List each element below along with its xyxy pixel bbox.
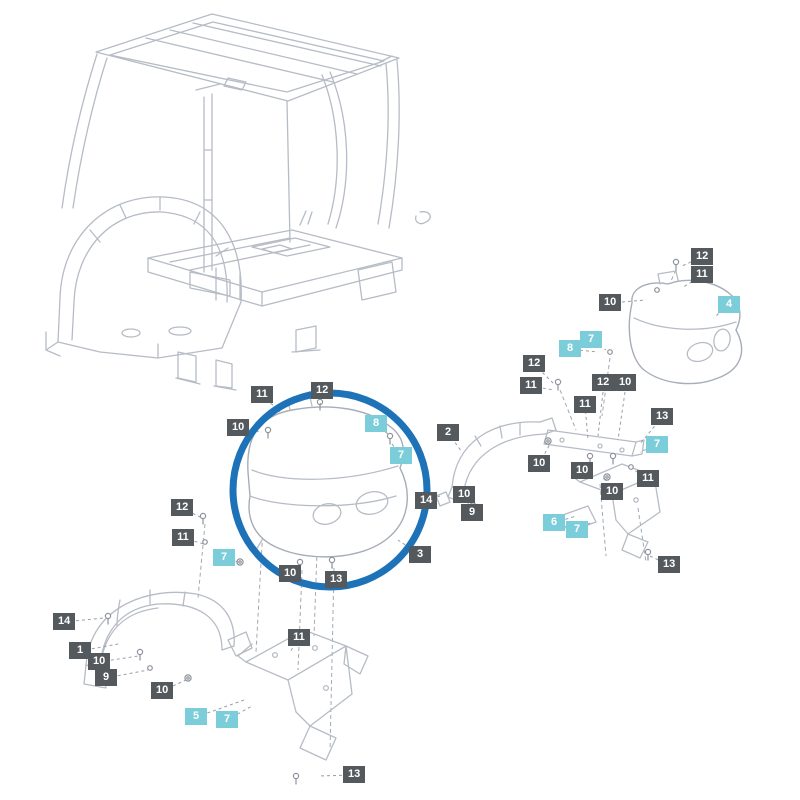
part-label-9[interactable]: 9	[95, 669, 117, 686]
part-label-14[interactable]: 14	[53, 613, 76, 630]
part-label-7[interactable]: 7	[580, 331, 602, 348]
part-label-13[interactable]: 13	[658, 556, 681, 573]
part-label-3[interactable]: 3	[409, 546, 431, 563]
part-label-10[interactable]: 10	[571, 462, 594, 479]
part-label-10[interactable]: 10	[528, 455, 551, 472]
right-assembly-drawing	[435, 270, 743, 559]
part-label-1[interactable]: 1	[69, 642, 91, 659]
part-label-14[interactable]: 14	[415, 492, 438, 509]
nut-icon	[607, 349, 613, 355]
washer-icon	[603, 473, 611, 481]
part-label-7[interactable]: 7	[216, 711, 238, 728]
part-label-10[interactable]: 10	[599, 294, 622, 311]
bolt-icon	[292, 772, 300, 786]
part-label-11[interactable]: 11	[574, 396, 596, 413]
center-fender-drawing[interactable]	[247, 396, 408, 558]
cab-frame-drawing	[45, 13, 431, 391]
part-label-11[interactable]: 11	[172, 529, 194, 546]
part-label-12[interactable]: 12	[171, 499, 194, 516]
part-label-9[interactable]: 9	[461, 504, 483, 521]
part-label-12[interactable]: 12	[592, 374, 615, 391]
part-label-8[interactable]: 8	[559, 340, 581, 357]
part-label-10[interactable]: 10	[227, 419, 250, 436]
washer-icon	[544, 437, 552, 445]
part-label-10[interactable]: 10	[88, 653, 111, 670]
part-label-7[interactable]: 7	[646, 436, 668, 453]
bolt-icon	[672, 258, 680, 272]
nut-icon	[628, 464, 634, 470]
part-label-5[interactable]: 5	[185, 708, 207, 725]
part-label-12[interactable]: 12	[691, 248, 714, 265]
part-label-10[interactable]: 10	[614, 374, 637, 391]
nut-icon	[147, 665, 153, 671]
part-label-7[interactable]: 7	[566, 521, 588, 538]
part-label-13[interactable]: 13	[651, 408, 674, 425]
part-label-7[interactable]: 7	[213, 549, 235, 566]
part-label-11[interactable]: 11	[520, 377, 542, 394]
bolt-icon	[199, 512, 207, 526]
part-label-11[interactable]: 11	[251, 386, 273, 403]
part-label-8[interactable]: 8	[365, 415, 387, 432]
part-label-11[interactable]: 11	[691, 266, 713, 283]
part-label-6[interactable]: 6	[543, 514, 565, 531]
selected-fender-panel[interactable]	[247, 406, 408, 558]
bolt-icon	[644, 548, 652, 562]
part-label-10[interactable]: 10	[453, 486, 476, 503]
part-label-10[interactable]: 10	[279, 565, 302, 582]
part-label-12[interactable]: 12	[523, 355, 546, 372]
bottom-left-assembly-drawing	[83, 589, 369, 761]
bolt-icon	[609, 452, 617, 466]
bolt-icon	[136, 648, 144, 662]
part-label-10[interactable]: 10	[151, 682, 174, 699]
nut-icon	[202, 539, 208, 545]
part-label-10[interactable]: 10	[601, 483, 624, 500]
nut-icon	[654, 287, 660, 293]
part-label-12[interactable]: 12	[311, 382, 334, 399]
bolt-icon	[554, 378, 562, 392]
part-label-13[interactable]: 13	[325, 571, 348, 588]
part-label-2[interactable]: 2	[437, 424, 459, 441]
right-fender-panel[interactable]	[628, 279, 743, 385]
part-label-11[interactable]: 11	[288, 629, 310, 646]
part-label-4[interactable]: 4	[718, 296, 740, 313]
part-label-7[interactable]: 7	[390, 447, 412, 464]
part-label-13[interactable]: 13	[343, 766, 366, 783]
part-label-11[interactable]: 11	[637, 470, 659, 487]
